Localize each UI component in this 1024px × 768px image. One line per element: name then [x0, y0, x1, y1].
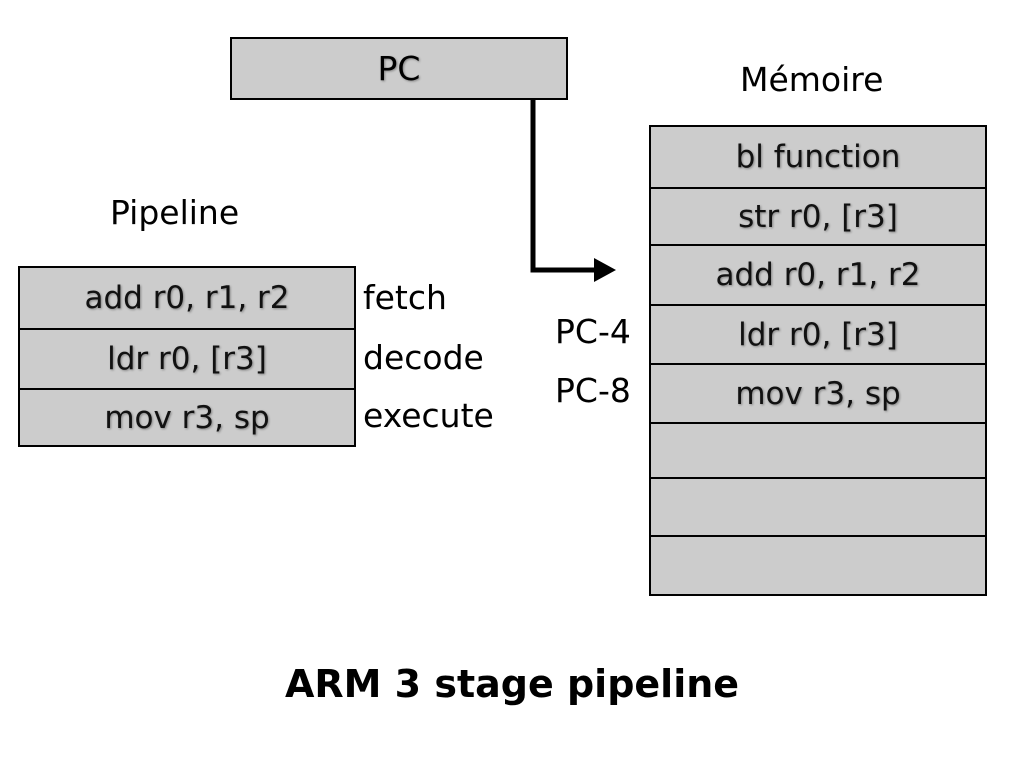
memory-row: ldr r0, [r3]	[651, 304, 985, 363]
memory-row	[651, 422, 985, 477]
pc-minus-4-label: PC-4	[555, 312, 631, 351]
memory-row	[651, 477, 985, 535]
pc-minus-8-label: PC-8	[555, 371, 631, 410]
memory-table: bl function str r0, [r3] add r0, r1, r2 …	[649, 125, 987, 596]
memory-row	[651, 535, 985, 594]
diagram-title: ARM 3 stage pipeline	[284, 662, 740, 706]
arrow-line	[530, 100, 596, 273]
pipeline-table: add r0, r1, r2 ldr r0, [r3] mov r3, sp	[18, 266, 356, 447]
memory-row: mov r3, sp	[651, 363, 985, 422]
stage-label-decode: decode	[363, 338, 484, 377]
memory-row: str r0, [r3]	[651, 187, 985, 244]
pipeline-heading: Pipeline	[110, 193, 240, 232]
memory-row: add r0, r1, r2	[651, 244, 985, 304]
arrow-head-icon	[594, 258, 616, 282]
memory-row: bl function	[651, 127, 985, 187]
memory-heading: Mémoire	[740, 60, 884, 99]
stage-label-fetch: fetch	[363, 278, 447, 317]
pc-register-box: PC	[230, 37, 568, 100]
stage-label-execute: execute	[363, 396, 494, 435]
pipeline-row-decode: ldr r0, [r3]	[20, 328, 354, 388]
pipeline-row-execute: mov r3, sp	[20, 388, 354, 445]
pipeline-row-fetch: add r0, r1, r2	[20, 268, 354, 328]
